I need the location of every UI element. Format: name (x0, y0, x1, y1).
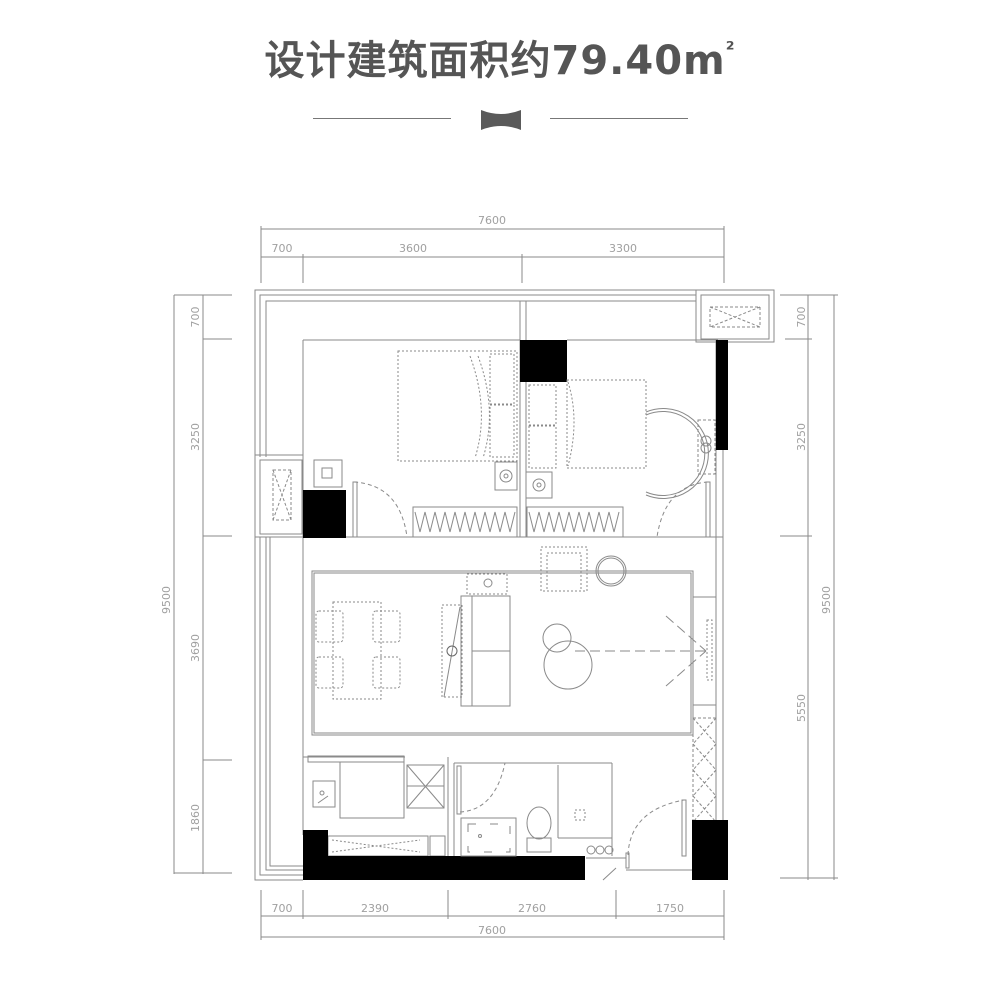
shower-head (574, 809, 586, 821)
vanity (460, 817, 517, 857)
sink (312, 780, 336, 808)
door-swing-bathroom (459, 762, 506, 813)
dim-left-2: 3250 (189, 423, 202, 451)
coffee-table-large (543, 640, 593, 690)
nightstand-lamp-2 (525, 471, 553, 499)
right-dimensions (780, 294, 838, 880)
dim-right-total: 9500 (820, 586, 833, 614)
bedroom-1 (303, 350, 518, 538)
wardrobe-1 (412, 506, 518, 538)
dim-top-2: 3600 (399, 242, 427, 255)
counter (339, 761, 405, 819)
title-unit: m (683, 38, 726, 84)
side-table (697, 419, 716, 475)
dim-left-4: 1860 (189, 804, 202, 832)
wall-segment (716, 340, 728, 450)
top-dimensions (260, 226, 725, 283)
door-swing-bedroom-1 (353, 481, 408, 538)
dim-top-3: 3300 (609, 242, 637, 255)
structural-column (303, 490, 346, 538)
dim-bottom-4: 1750 (656, 902, 684, 915)
toilet (526, 806, 552, 840)
structural-column (692, 820, 728, 880)
chair (372, 610, 401, 643)
balcony-outline (254, 289, 696, 881)
dim-bottom-1: 700 (272, 902, 293, 915)
dim-right-1: 700 (795, 307, 808, 328)
kitchen (303, 755, 585, 880)
nightstand-lamp-1 (494, 461, 518, 491)
round-table (595, 555, 627, 587)
ac-unit-right (695, 289, 775, 343)
entrance (586, 799, 728, 881)
ac-unit-left (254, 454, 304, 538)
dim-bottom-3: 2760 (518, 902, 546, 915)
shoe-cabinet (692, 717, 717, 823)
wall-segment (303, 856, 585, 880)
structural-column (520, 340, 567, 382)
door-swing-entrance (627, 799, 685, 856)
dim-left-1: 700 (189, 307, 202, 328)
dim-left-total: 9500 (160, 586, 173, 614)
dim-top-total: 7600 (478, 214, 506, 227)
page-title: 设计建筑面积约79.40m² (0, 28, 1000, 86)
tv-cabinet (692, 596, 717, 706)
divider-left (313, 118, 451, 119)
dim-right-3: 5550 (795, 694, 808, 722)
bed-2 (566, 379, 647, 469)
dim-left-3: 3690 (189, 634, 202, 662)
divider-right (550, 118, 688, 119)
chair (315, 656, 344, 689)
chair (315, 610, 344, 643)
cooktop (327, 835, 429, 857)
armchair (540, 546, 588, 592)
bedroom-2 (520, 340, 728, 538)
coffee-table-small (542, 623, 572, 653)
chair (372, 656, 401, 689)
left-dimensions (173, 294, 232, 874)
wardrobe-2 (526, 506, 624, 538)
bow-tie-icon (481, 110, 521, 130)
bed-1 (397, 350, 518, 462)
dining-table (332, 601, 382, 700)
dim-top-1: 700 (272, 242, 293, 255)
dim-bottom-total: 7600 (478, 924, 506, 937)
title-unit-superscript: ² (725, 37, 736, 61)
side-table (466, 573, 508, 595)
console-table (441, 604, 463, 698)
dimension-labels: 7600 700 3600 3300 700 2390 2760 1750 76… (160, 214, 833, 937)
dim-bottom-2: 2390 (361, 902, 389, 915)
title-text: 设计建筑面积约79.40 (264, 38, 684, 84)
nightstand-1 (313, 459, 343, 488)
interior-walls (302, 301, 724, 878)
bottom-dimensions (260, 890, 725, 940)
living-dining (311, 546, 717, 823)
bathroom (447, 757, 614, 857)
dim-right-2: 3250 (795, 423, 808, 451)
door-swing-bedroom-2 (656, 481, 709, 538)
